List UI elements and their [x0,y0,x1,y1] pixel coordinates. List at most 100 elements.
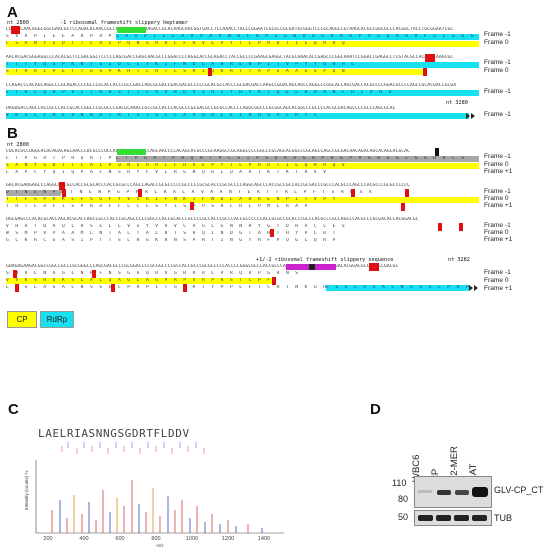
frame-label: Frame +1 [484,168,513,175]
svg-text:400: 400 [79,536,88,542]
stop-codon-marker [59,182,65,190]
ms-xticks: 200 400 600 800 1000 1200 1400 [43,536,270,542]
blot-band [437,490,451,495]
protein-row-cp: C S A N Y S D T T C A I P Q N S R R L F … [6,41,479,47]
panel-a-nt-end: nt 3280 [446,100,468,106]
dna-row: UGCGAGCCCACACGCACCAGCACGCACCAGCCGCCCACCC… [6,217,419,222]
protein-row-rdrp: T T T Y Q S P K N T S I D L L T K I F N … [6,62,479,68]
legend-rdrp: RdRp [40,311,74,328]
protein-row-frame-plus1: G C K R C S A S I P T T S L R S K R N S … [6,238,338,243]
frame-label: Frame -1 [484,88,511,95]
frame-label: Frame -1 [484,31,511,38]
protein-row-gray: L T P G A T P R Q R T P L S I P S Q R V … [116,156,479,162]
protein-row-rdrp: S V A P I E E A R P A P N H F R P G G N … [116,34,479,40]
continuation-arrow-icon [466,113,470,119]
band-label-tub: TUB [494,513,512,523]
fragment-ion-lines [61,446,205,454]
blot-band [472,515,487,521]
stop-codon-marker [15,284,19,292]
stop-codon-marker [423,68,427,76]
ms-ylabel: Intensity (counts) % [24,470,29,510]
frame-label: Frame +1 [484,236,513,243]
legend-cp: CP [7,311,37,328]
mw-marker-110: 110 [392,478,407,488]
ms-peaks [51,480,263,533]
continuation-arrow-icon [474,285,478,291]
protein-row-frame-minus1: V H A T D A Q L R S E L L V S Y V V V C … [6,224,347,229]
stop-codon-marker [13,270,17,278]
frame-label: Frame 0 [484,161,509,168]
ms-xlabel: m/z [156,543,164,548]
protein-row-frame-plus1: L S G L A G A C N S S G L P R P I T G L … [6,285,326,290]
svg-text:1000: 1000 [186,536,198,542]
blot-band [455,490,469,495]
stop-codon-marker [401,203,405,211]
svg-text:600: 600 [115,536,124,542]
frame-label: Frame -1 [484,111,511,118]
western-blot-bottom [414,510,492,526]
continuation-arrow-icon [471,113,475,119]
stop-codon-marker [62,189,66,197]
frame-label: Frame +1 [484,285,513,292]
frame-label: Frame -1 [484,269,511,276]
panel-b-nt-start: nt 2800 [7,142,29,148]
panel-a-nt-start: nt 2800 [7,20,29,26]
frame-label: Frame -1 [484,188,511,195]
panel-c-label: C [8,401,19,418]
svg-text:1400: 1400 [258,536,270,542]
stop-codon-marker [272,277,276,285]
blot-band [418,490,432,493]
continuation-arrow-icon [469,285,473,291]
ms-spectrum: Intensity (counts) % 200 400 600 [24,442,284,548]
blot-band [418,515,433,521]
mw-marker-80: 80 [398,494,409,504]
frame-label: Frame -1 [484,59,511,66]
stop-codon-marker [208,68,212,76]
dna-row: CGTGACAACAGGCGGCGAACGCTCCAGACACAACCGCCCC… [6,27,454,32]
slippery-sequence-core [309,264,315,270]
protein-row-frame-0: W S M P V P A A M L N T A L T A L R T S … [6,231,338,236]
blot-band [436,515,451,521]
stop-codon-marker [438,223,442,231]
peptide-sequence: LAELRIASNNGSGDRTFLDDV [38,427,190,440]
panel-a-annotation: -1 ribosomal frameshift slippery heptame… [60,20,189,26]
panel-b-nt-end: nt 3282 [448,257,470,263]
blot-band [454,515,469,521]
dna-row: AACACGACGGGAGGCCCACACGCTCCGACGGCTCCCCCAG… [6,55,454,60]
band-label-glv-cp-ct: GLV-CP_CT [494,485,544,495]
frame-label: Frame 0 [484,277,509,284]
frame-label: Frame 0 [484,195,509,202]
blot-band [472,487,488,497]
frame-label: Frame 0 [484,67,509,74]
slippery-heptamer-box [117,27,146,33]
svg-text:800: 800 [151,536,160,542]
dna-row: GACACGAUGAGCCCAGGCCCCGCCACCGCGCACCCACCGC… [6,183,410,188]
protein-row-frame-minus1: S V A P I E E A R P A P N H F R P G G N … [6,34,116,39]
protein-row-gray: D T N E N P G P P R L R A L A V A A N T … [6,190,61,196]
dna-row: GUAGUGAAGACGGCCGGCCGCCCGCGGGCCCAGCGACGCC… [6,264,399,269]
stop-codon-marker [92,270,96,278]
frame-label: Frame -1 [484,153,511,160]
stop-codon-marker [138,189,142,197]
stop-codon-marker [270,229,274,237]
protein-row-rdrp: E T H L Q H P V C T R A S T T F V V R D … [6,90,479,96]
svg-text:1200: 1200 [222,536,234,542]
panel-d-label: D [370,401,381,418]
stop-codon-marker [351,189,355,197]
frame-label: Frame +1 [484,202,513,209]
dna-row: UAGUGACCAGCCACCGCCCACCGCACCGGCCCGCGCCCGA… [6,106,396,111]
panel-a-label: A [7,4,18,21]
frame-label: Frame 0 [484,229,509,236]
frame-label: Frame 0 [484,39,509,46]
protein-row-frame-minus1: S R V L N A G L N R F N S G A Q R V G R … [6,271,300,276]
protein-row-frame-minus1: D T N E N P G P P R L R A L A V A A N T … [61,190,374,195]
stop-codon-marker [435,148,439,156]
protein-row-frame-plus1: T H T L A F I S P R A F F L C L S Y I S … [6,204,310,209]
protein-row-cp: S A N Y S D T T C A I P Q N S R R L F H … [6,163,479,169]
svg-text:200: 200 [43,536,52,542]
stop-codon-marker [11,26,20,34]
stop-codon-marker [405,189,409,197]
stop-codon-marker [183,284,187,292]
western-blot-top [414,476,492,508]
protein-row-frame-plus1: L A P C Y Q I Q P A F N S R Y F V L R G … [6,170,328,175]
